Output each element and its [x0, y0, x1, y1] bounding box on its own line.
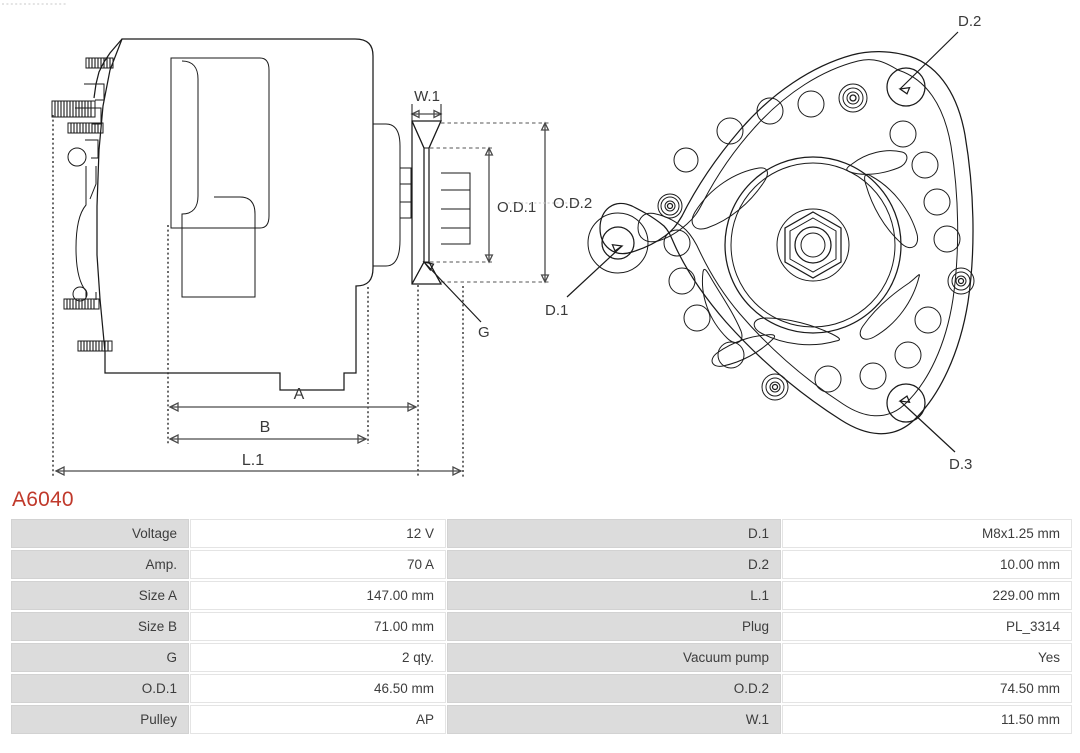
label-b: B [260, 419, 271, 436]
spec-value-right: 74.50 mm [782, 674, 1072, 703]
spec-value-left: 70 A [190, 550, 446, 579]
thread-hatch-top [85, 57, 114, 69]
label-l1: L.1 [242, 452, 264, 469]
spec-label-left: G [11, 643, 189, 672]
spec-label-right: Plug [447, 612, 781, 641]
spec-value-left: AP [190, 705, 446, 734]
pulley-groove [411, 120, 425, 285]
leader-d1: D.1 [545, 243, 624, 319]
d1-mounting-ear [587, 212, 649, 274]
rear-shoulder [400, 167, 412, 219]
vent-holes [663, 90, 961, 393]
spec-value-left: 12 V [190, 519, 446, 548]
label-d1: D.1 [545, 302, 568, 319]
pulley-outline [411, 120, 443, 285]
thread-hatch-low [63, 298, 100, 310]
label-w1: W.1 [414, 88, 440, 105]
leader-g: G [422, 261, 490, 341]
thread-hatch-mid [67, 122, 104, 134]
label-d3: D.3 [949, 456, 972, 473]
dimension-w1: W.1 [410, 88, 443, 121]
housing-divider-line [259, 57, 270, 229]
spec-value-left: 71.00 mm [190, 612, 446, 641]
stator-contour [181, 60, 256, 298]
spec-label-right: Vacuum pump [447, 643, 781, 672]
dimension-od1: O.D.1 [430, 146, 536, 264]
terminal-lip-2 [89, 166, 97, 200]
spec-label-left: Size A [11, 581, 189, 610]
leader-d2: D.2 [898, 13, 981, 95]
housing-outline [96, 38, 374, 391]
screw-boss-right [947, 267, 975, 295]
spec-value-left: 147.00 mm [190, 581, 446, 610]
screw-boss-left [657, 193, 683, 219]
spec-value-right: 10.00 mm [782, 550, 1072, 579]
pulley-vee-top [411, 120, 442, 149]
housing-divider-line-2 [170, 57, 260, 229]
pulley-group [400, 120, 471, 285]
stator-contour-2 [214, 196, 256, 297]
label-d2: D.2 [958, 13, 981, 30]
spec-label-right: D.2 [447, 550, 781, 579]
spec-label-right: O.D.2 [447, 674, 781, 703]
spec-value-right: Yes [782, 643, 1072, 672]
spec-label-right: L.1 [447, 581, 781, 610]
leader-d3: D.3 [898, 395, 972, 473]
spec-label-left: Pulley [11, 705, 189, 734]
spec-value-right: M8x1.25 mm [782, 519, 1072, 548]
terminal-lip [75, 166, 87, 298]
spec-label-right: D.1 [447, 519, 781, 548]
label-od2: O.D.2 [553, 195, 592, 212]
d2-mounting-hole [886, 67, 926, 107]
bracket-lower [85, 139, 99, 159]
front-view-group: D.2 D.3 D.1 [545, 13, 981, 473]
dimension-b: B [168, 419, 368, 445]
spec-label-left: Voltage [11, 519, 189, 548]
spec-value-left: 46.50 mm [190, 674, 446, 703]
rotor-poles [846, 150, 908, 175]
rotor-disc [724, 156, 902, 334]
spec-label-left: Amp. [11, 550, 189, 579]
screw-boss-top [838, 83, 868, 113]
screw-boss-bottom [761, 373, 789, 401]
front-housing-outline [599, 51, 974, 435]
fan-blade-slots [691, 167, 920, 367]
dimension-l1: L.1 [54, 452, 463, 477]
part-number-title: A6040 [12, 488, 74, 511]
spec-value-left: 2 qty. [190, 643, 446, 672]
pulley-shaft-collar [400, 183, 412, 203]
rotor-disc-inner [730, 162, 896, 328]
terminal-boss-upper [67, 147, 87, 167]
thread-hatch-bottom [77, 340, 113, 352]
label-g: G [478, 324, 490, 341]
rear-cover [373, 123, 401, 267]
dimension-a: A [168, 386, 418, 413]
front-inner-rim [637, 59, 959, 417]
spec-label-left: O.D.1 [11, 674, 189, 703]
technical-drawing: W.1 O.D.1 [2, 3, 981, 478]
bracket-upper [84, 83, 105, 101]
side-view-group: W.1 O.D.1 [51, 38, 592, 478]
spec-value-right: 11.50 mm [782, 705, 1072, 734]
label-a: A [294, 386, 305, 403]
thread-hatch-upper [51, 100, 96, 118]
spec-label-right: W.1 [447, 705, 781, 734]
label-od1: O.D.1 [497, 199, 536, 216]
center-hex-nut [776, 208, 850, 282]
technical-drawing-svg: W.1 O.D.1 [2, 3, 981, 478]
dimension-od2: O.D.2 [441, 121, 592, 284]
spec-value-right: 229.00 mm [782, 581, 1072, 610]
d3-mounting-hole [886, 383, 926, 423]
spec-label-left: Size B [11, 612, 189, 641]
spec-value-right: PL_3314 [782, 612, 1072, 641]
